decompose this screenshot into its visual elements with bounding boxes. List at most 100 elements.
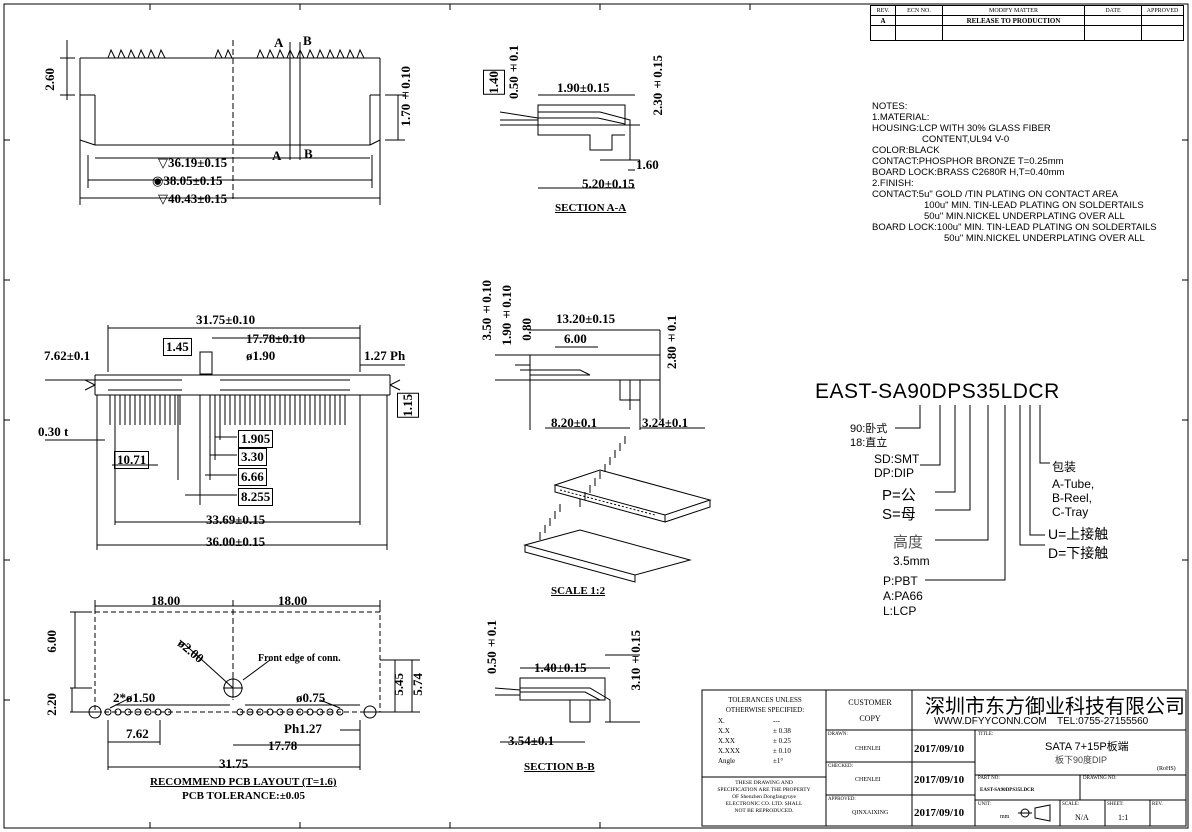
company-website: WWW.DFYYCONN.COM — [934, 716, 1047, 727]
dim-f-1-27-ph: 1.27 Ph — [364, 348, 406, 363]
dim-38-05: ◉38.05±0.15 — [152, 173, 223, 188]
pn-pack-a: A-Tube, — [1052, 477, 1095, 491]
drawing-no-label: DRAWING NO: — [1083, 776, 1117, 781]
dim-f-1-905: 1.905 — [238, 430, 274, 448]
note-line: 2.FINISH: — [872, 178, 914, 189]
title-label: TITLE: — [978, 732, 994, 737]
rev-row-ecn — [895, 15, 943, 26]
pn-dp: DP:DIP — [874, 466, 915, 480]
section-b-b-title: SECTION B-B — [524, 761, 595, 773]
tol-value: ± 0.10 — [773, 747, 791, 755]
section-mark-a-top: A — [274, 35, 284, 50]
dim-1-70: 1.70±0.10 — [398, 66, 413, 127]
scale-field-value: N/A — [1075, 813, 1089, 822]
tol-key: X.X — [718, 727, 730, 735]
dim-a-1-90: 1.90±0.15 — [557, 80, 610, 95]
drawn-name: CHENLEI — [855, 746, 881, 752]
dim-s-6-00: 6.00 — [564, 331, 587, 346]
drawn-label: DRAWN: — [828, 732, 848, 737]
note-line: 50u" MIN.NICKEL UNDERPLATING OVER ALL — [944, 233, 1145, 244]
note-line: COLOR:BLACK — [872, 145, 940, 156]
dim-f-6-66: 6.66 — [238, 468, 267, 486]
dim-s-8-20: 8.20±0.1 — [551, 415, 598, 430]
rev-header-modify: MODIFY MATTER — [942, 5, 1085, 16]
drawn-date: 2017/09/10 — [914, 743, 965, 755]
dim-p-31-75: 31.75 — [219, 756, 249, 771]
title-main: SATA 7+15P板端 — [1045, 741, 1129, 753]
dim-p-5-45: 5.45 — [391, 673, 406, 696]
copy-label: COPY — [859, 714, 881, 723]
dim-p-7-62: 7.62 — [126, 726, 149, 741]
dim-f-3-30: 3.30 — [238, 448, 267, 466]
section-a-a-title: SECTION A-A — [555, 202, 627, 214]
pn-d: D=下接触 — [1048, 545, 1109, 561]
tolerance-sub: OTHERWISE SPECIFIED: — [725, 706, 805, 714]
pn-s: S=母 — [882, 506, 916, 523]
dim-f-31-75: 31.75±0.10 — [196, 312, 256, 327]
pcb-layout-title: RECOMMEND PCB LAYOUT (T=1.6) — [150, 776, 337, 788]
unit-value: mm — [1000, 814, 1010, 820]
tol-key: X.XXX — [718, 747, 740, 755]
dim-a-5-20: 5.20±0.15 — [582, 176, 635, 191]
dim-p-6-00: 6.00 — [44, 630, 59, 653]
dim-f-0-30: 0.30 t — [38, 424, 69, 439]
unit-label: UNIT: — [978, 802, 992, 807]
dim-b-3-54: 3.54±0.1 — [508, 733, 555, 748]
dim-a-0-50: 0.50±0.1 — [506, 45, 521, 99]
pn-pack-c: C-Tray — [1052, 505, 1089, 519]
dim-p-18-00-left: 18.00 — [151, 593, 181, 608]
pn-u: U=上接触 — [1048, 526, 1109, 542]
checked-date: 2017/09/10 — [914, 774, 965, 786]
dim-f-8-255: 8.255 — [238, 488, 274, 506]
tol-value: ±1° — [773, 757, 784, 765]
rev-header-rev: REV. — [870, 5, 896, 16]
dim-b-3-10: 3.10±0.15 — [628, 630, 643, 691]
part-no-label: PART NO: — [978, 776, 1000, 781]
dim-40-43-value: 40.43±0.15 — [168, 191, 228, 206]
dim-s-3-24: 3.24±0.1 — [642, 415, 689, 430]
dim-p-phi-0-75: ø0.75 — [296, 690, 326, 705]
company-name: 深圳市东方御业科技有限公司 — [925, 696, 1185, 718]
pcb-tolerance: PCB TOLERANCE:±0.05 — [182, 790, 305, 802]
pn-orient-90: 90:卧式 — [850, 423, 888, 435]
dim-p-17-78: 17.78 — [268, 738, 298, 753]
note-line: BOARD LOCK:BRASS C2680R H,T=0.40mm — [872, 167, 1065, 178]
dim-38-05-value: 38.05±0.15 — [163, 173, 223, 188]
notes-block: NOTES: 1.MATERIAL: HOUSING:LCP WITH 30% … — [872, 101, 1157, 244]
property-line: OF Shenzhen Dongfangyuye — [732, 794, 796, 800]
pn-mat-l: L:LCP — [883, 604, 917, 618]
dim-s-2-80: 2.80±0.1 — [664, 315, 679, 369]
dim-f-phi-1-90: ø1.90 — [246, 348, 276, 363]
rev-row-approved — [1141, 15, 1184, 26]
dim-f-17-78: 17.78±0.10 — [246, 331, 306, 346]
pn-p: P=公 — [882, 487, 916, 504]
checked-label: CHECKED: — [828, 764, 853, 769]
rev-header-date: DATE — [1084, 5, 1142, 16]
pn-mat-a: A:PA66 — [883, 589, 923, 603]
section-mark-b-bottom: B — [304, 146, 313, 161]
rohs-label: (RoHS) — [1157, 766, 1176, 772]
scale-field-label: SCALE: — [1062, 802, 1080, 807]
pn-mat-p: P:PBT — [883, 574, 918, 588]
dim-p-ph-1-27: Ph1.27 — [284, 721, 322, 736]
pn-height-value: 3.5mm — [893, 554, 930, 568]
projection-symbol-icon — [1015, 806, 1055, 820]
dim-b-1-40: 1.40±0.15 — [534, 660, 587, 675]
title-sub: 板下90度DIP — [1055, 755, 1108, 765]
revision-table: REV. ECN NO. MODIFY MATTER DATE APPROVED… — [870, 5, 1184, 41]
customer-label: CUSTOMER — [848, 698, 892, 707]
note-line: CONTACT:PHOSPHOR BRONZE T=0.25mm — [872, 156, 1064, 167]
dim-a-1-40: 1.40 — [483, 70, 505, 95]
front-edge-label: Front edge of conn. — [258, 653, 341, 664]
dim-36-19-value: 36.19±0.15 — [168, 155, 228, 170]
rev-header-approved: APPROVED — [1141, 5, 1184, 16]
section-mark-a-bottom: A — [272, 148, 282, 163]
approved-name: QINXAIXING — [852, 810, 889, 816]
property-line: THESE DRAWING AND — [735, 780, 793, 786]
dim-a-1-60: 1.60 — [636, 157, 659, 172]
property-line: SPECIFICATION ARE THE PROPERTY — [717, 787, 811, 793]
dim-2-60: 2.60 — [42, 68, 57, 91]
dim-p-5-74: 5.74 — [410, 673, 425, 696]
dim-p-18-00-right: 18.00 — [278, 593, 308, 608]
